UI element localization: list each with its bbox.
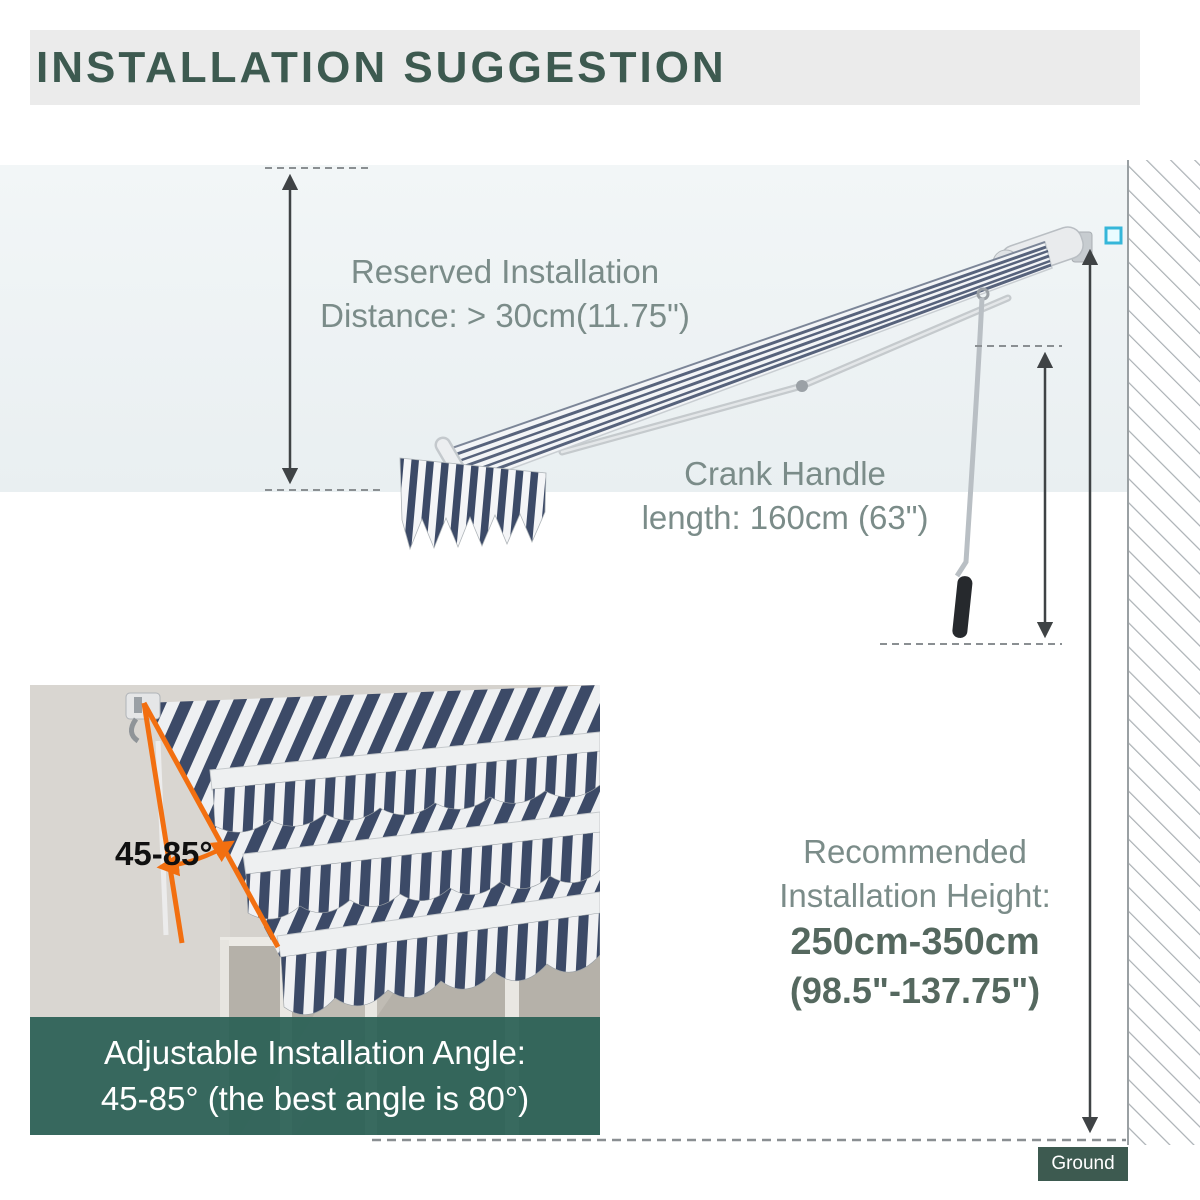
angle-range-label: 45-85° (115, 835, 213, 872)
crank-handle-line1: Crank Handle (684, 455, 886, 492)
angle-overlay-line1: Adjustable Installation Angle: (104, 1033, 526, 1071)
angle-overlay-line2: 45-85° (the best angle is 80°) (100, 1080, 530, 1117)
angle-range-arc-arrow (156, 840, 235, 877)
page-title: INSTALLATION SUGGESTION (36, 42, 727, 92)
recommended-height-label: Recommended Installation Height: 250cm-3… (700, 830, 1130, 1015)
title-banner: INSTALLATION SUGGESTION (30, 30, 1140, 105)
reserved-distance-line1: Reserved Installation (350, 253, 660, 290)
angle-range-lines (141, 701, 281, 949)
recommended-height-line1: Recommended (803, 833, 1027, 870)
inset-awning-fabric (144, 685, 600, 1015)
reserved-distance-line2: Distance: > 30cm(11.75") (320, 296, 690, 334)
ground-label: Ground (1038, 1147, 1128, 1181)
reserved-distance-label: Reserved Installation Distance: > 30cm(1… (270, 250, 740, 337)
crank-handle-label: Crank Handle length: 160cm (63") (565, 452, 1005, 539)
angle-inset-photo: 45-85° Adjustable Installation Angle: 45… (30, 685, 600, 1135)
recommended-height-line2: Installation Height: (779, 876, 1051, 914)
recommended-height-line4: (98.5"-137.75") (789, 970, 1041, 1012)
recommended-height-line3: 250cm-350cm (790, 921, 1040, 964)
crank-handle-line2: length: 160cm (63") (641, 498, 929, 536)
angle-overlay-banner: Adjustable Installation Angle: 45-85° (t… (30, 1017, 600, 1135)
